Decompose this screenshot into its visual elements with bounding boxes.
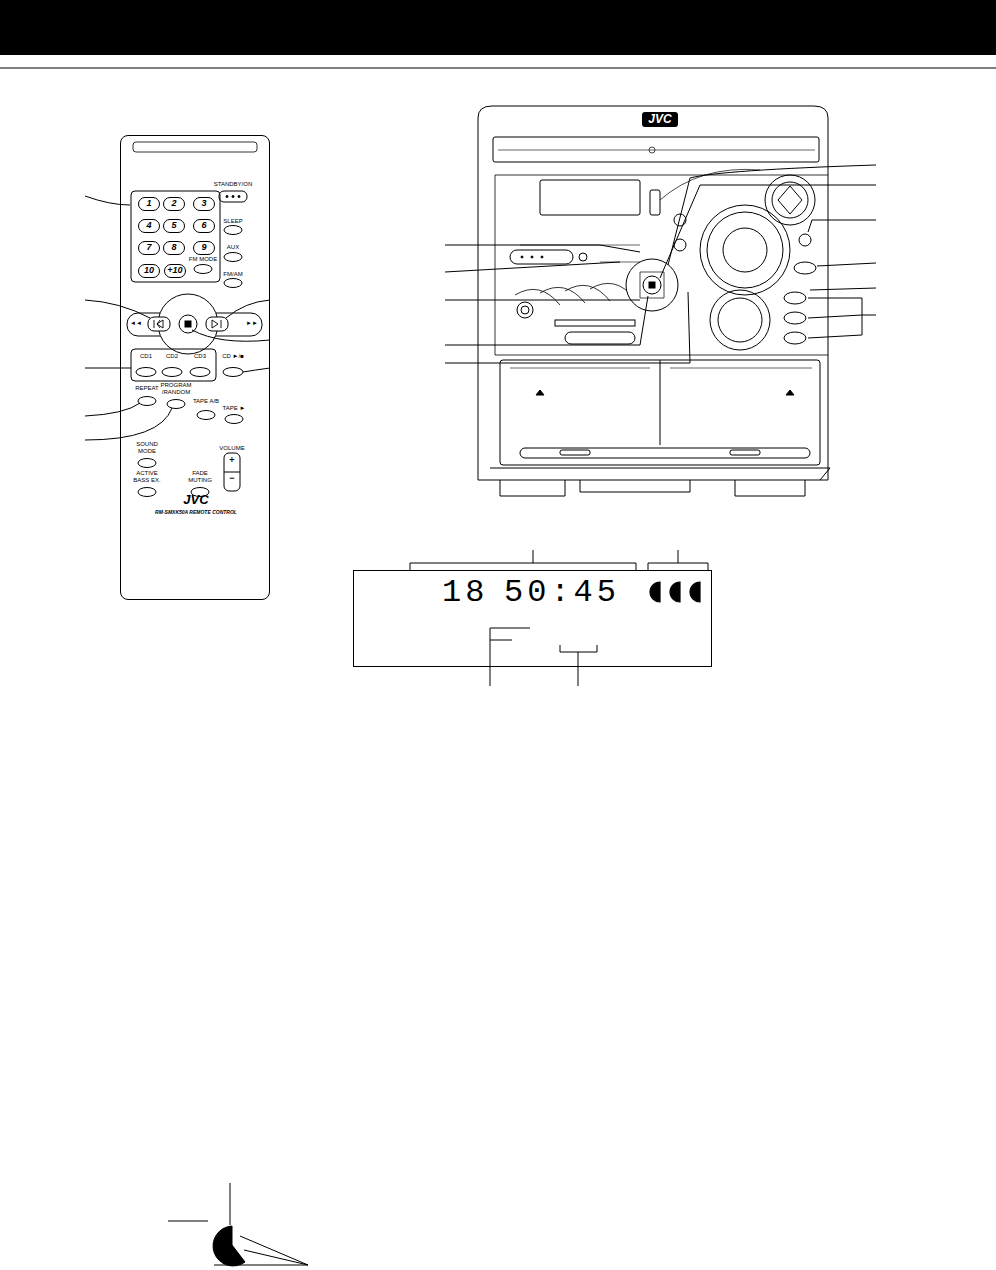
remote-control: JVC RM-SMXK50A REMOTE CONTROL 1 2 3 4 5 6 7 8 9 10 +… [120, 135, 270, 600]
button-number: 6 [201, 221, 206, 231]
button-label: ◄◄ [130, 320, 142, 327]
button-label: FM MODE [189, 256, 217, 263]
number-button: 4 [138, 219, 160, 233]
display-panel: 18 50:45 [353, 570, 712, 667]
button-number: 7 [146, 243, 151, 253]
button-label: CD3 [194, 353, 206, 360]
number-button: +10 [164, 264, 186, 278]
button-label: + [229, 456, 234, 466]
number-button: 3 [193, 197, 215, 211]
brand-logo: JVC [642, 112, 677, 127]
display-readout: 18 [442, 575, 488, 610]
main-unit: JVC [470, 105, 830, 505]
number-button: 5 [163, 219, 185, 233]
number-button: 6 [193, 219, 215, 233]
button-label: ACTIVE BASS EX. [130, 470, 164, 483]
button-label: SOUND MODE [131, 441, 163, 454]
button-label: CD ►/■ [222, 353, 244, 360]
button-number: 8 [171, 243, 176, 253]
button-number: 4 [146, 221, 151, 231]
number-button: 10 [138, 264, 160, 278]
button-label: CD2 [166, 353, 178, 360]
button-label: FADE MUTING [185, 470, 215, 483]
button-label: FM/AM [223, 271, 242, 278]
button-number: 2 [171, 199, 176, 209]
button-number: 9 [201, 243, 206, 253]
button-label: PROGRAM /RANDOM [158, 382, 194, 395]
number-button: 9 [193, 241, 215, 255]
button-label: AUX [227, 244, 239, 251]
button-label: CD1 [140, 353, 152, 360]
button-label: TAPE ► [223, 405, 246, 412]
number-button: 8 [163, 241, 185, 255]
button-number: 1 [146, 199, 151, 209]
button-label: STANDBY/ON [214, 181, 253, 188]
button-number: +10 [167, 266, 182, 276]
button-label: VOLUME [219, 445, 244, 452]
button-label: ►► [246, 320, 258, 327]
number-button: 7 [138, 241, 160, 255]
display-readout: 50:45 [504, 575, 620, 610]
button-number: 10 [144, 266, 154, 276]
brand-logo: JVC [183, 493, 208, 507]
button-label: − [229, 474, 234, 484]
button-label: TAPE A/B [193, 398, 219, 405]
button-number: 3 [201, 199, 206, 209]
button-label: SLEEP [223, 218, 242, 225]
button-label: REPEAT [135, 385, 159, 392]
number-button: 1 [138, 197, 160, 211]
number-button: 2 [163, 197, 185, 211]
model-name: RM-SMXK50A REMOTE CONTROL [155, 510, 237, 516]
button-number: 5 [171, 221, 176, 231]
